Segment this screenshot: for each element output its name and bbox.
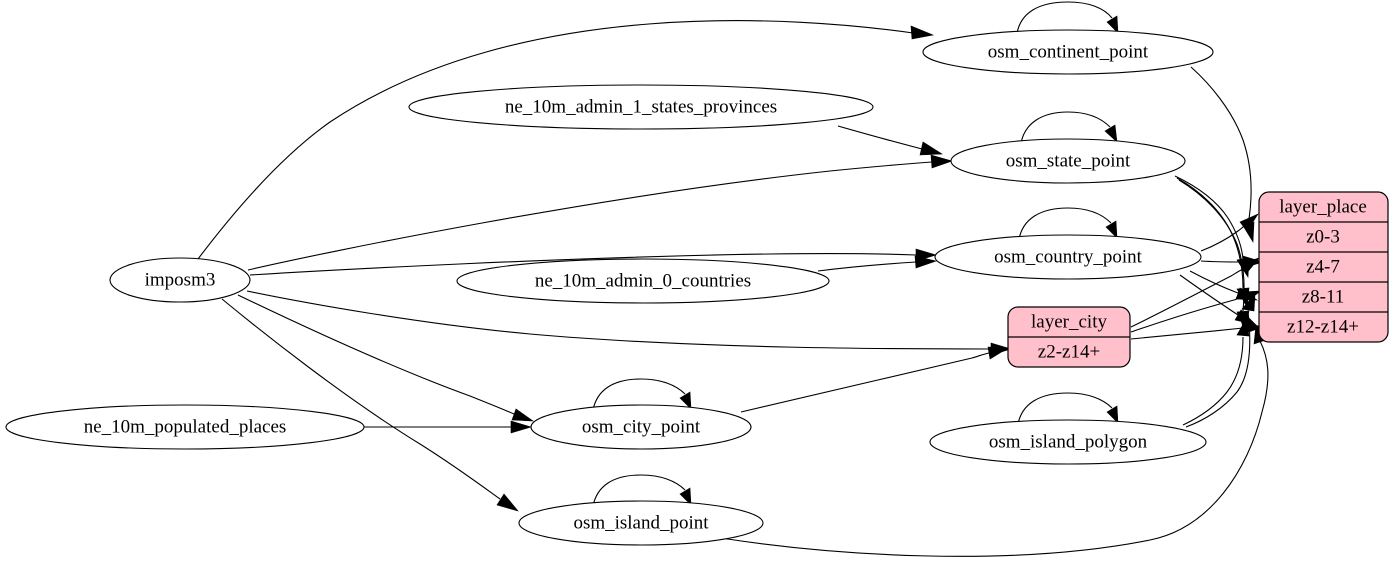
record-row-layer_place-z0-3[interactable]: z0-3 <box>1306 226 1340 247</box>
node-label-osm_state_point: osm_state_point <box>1006 150 1131 171</box>
node-osm_island_polygon[interactable]: osm_island_polygon <box>929 419 1207 465</box>
node-osm_island_point[interactable]: osm_island_point <box>518 500 764 546</box>
node-osm_country_point[interactable]: osm_country_point <box>934 234 1202 280</box>
edge-osm_island_polygon-to-layer_place-z8-11 <box>1185 293 1256 428</box>
edge-ne_10m_admin_0_countries-to-osm_country_point <box>817 255 938 272</box>
node-layer_city[interactable]: layer_city z2-z14+ <box>1007 306 1131 368</box>
edge-ne_10m_admin_1_states_provinces-to-osm_state_point <box>837 125 943 156</box>
record-row-layer_place-z12-z14plus[interactable]: z12-z14+ <box>1287 316 1359 337</box>
node-ne_10m_admin_0_countries[interactable]: ne_10m_admin_0_countries <box>456 258 830 304</box>
edge-osm_continent_point-to-layer_place-z0-3 <box>1190 66 1255 243</box>
edge-layer_city-to-layer_place-z12-z14 <box>1130 321 1265 340</box>
edge-osm_country_point-to-layer_place-z0-3 <box>1200 213 1259 252</box>
self-loop-osm_state_point <box>1020 111 1118 144</box>
node-label-imposm3: imposm3 <box>145 269 216 290</box>
record-row-layer_place-z4-7[interactable]: z4-7 <box>1306 256 1340 277</box>
node-layer_place[interactable]: layer_place z0-3 z4-7 z8-11 z12-z14+ <box>1258 191 1389 343</box>
record-row-layer_place-z8-11[interactable]: z8-11 <box>1302 286 1345 307</box>
edge-osm_city_point-to-layer_city-z2-z14 <box>740 346 1009 413</box>
edge-osm_island_polygon-to-layer_place-z12-z14 <box>1182 318 1250 426</box>
node-label-ne_10m_populated_places: ne_10m_populated_places <box>84 416 287 437</box>
record-node-layer: layer_place z0-3 z4-7 z8-11 z12-z14+ lay… <box>1007 191 1389 368</box>
node-osm_continent_point[interactable]: osm_continent_point <box>922 29 1214 75</box>
edge-imposm3-to-osm_state_point <box>247 154 953 271</box>
node-ne_10m_admin_1_states_provinces[interactable]: ne_10m_admin_1_states_provinces <box>408 84 874 130</box>
node-label-osm_island_point: osm_island_point <box>573 512 709 533</box>
node-label-ne_10m_admin_1_states_provinces: ne_10m_admin_1_states_provinces <box>505 96 777 117</box>
edge-imposm3-to-osm_continent_point <box>197 20 935 260</box>
edge-imposm3-to-osm_island_point <box>221 298 519 512</box>
node-layer: imposm3 ne_10m_admin_1_states_provinces … <box>5 29 1214 546</box>
self-loop-osm_city_point <box>592 378 692 411</box>
node-ne_10m_populated_places[interactable]: ne_10m_populated_places <box>5 404 365 450</box>
node-label-osm_continent_point: osm_continent_point <box>988 41 1149 62</box>
self-loop-osm_country_point <box>1018 207 1118 240</box>
self-loop-osm_continent_point <box>1016 1 1119 34</box>
edge-osm_state_point-to-layer_place-z8-11 <box>1176 177 1250 308</box>
node-osm_city_point[interactable]: osm_city_point <box>530 404 752 450</box>
edge-layer_city-to-layer_place-z4-7 <box>1130 257 1260 328</box>
record-row-layer_place-header: layer_place <box>1279 196 1367 217</box>
node-label-osm_country_point: osm_country_point <box>994 246 1142 267</box>
self-loop-osm_island_polygon <box>1017 392 1119 425</box>
edge-imposm3-to-osm_city_point <box>237 294 535 422</box>
node-imposm3[interactable]: imposm3 <box>109 257 251 303</box>
record-row-layer_city-header: layer_city <box>1031 311 1107 332</box>
edge-layer <box>197 1 1269 557</box>
node-label-osm_island_polygon: osm_island_polygon <box>989 431 1148 452</box>
node-osm_state_point[interactable]: osm_state_point <box>950 138 1186 184</box>
edge-ne_10m_populated_places-to-osm_city_point <box>364 420 533 434</box>
node-label-osm_city_point: osm_city_point <box>582 416 701 437</box>
record-row-layer_city-z2-z14plus[interactable]: z2-z14+ <box>1038 341 1100 362</box>
node-label-ne_10m_admin_0_countries: ne_10m_admin_0_countries <box>535 270 751 291</box>
self-loop-osm_island_point <box>592 474 692 507</box>
edge-layer_city-to-layer_place-z8-11 <box>1130 290 1263 333</box>
